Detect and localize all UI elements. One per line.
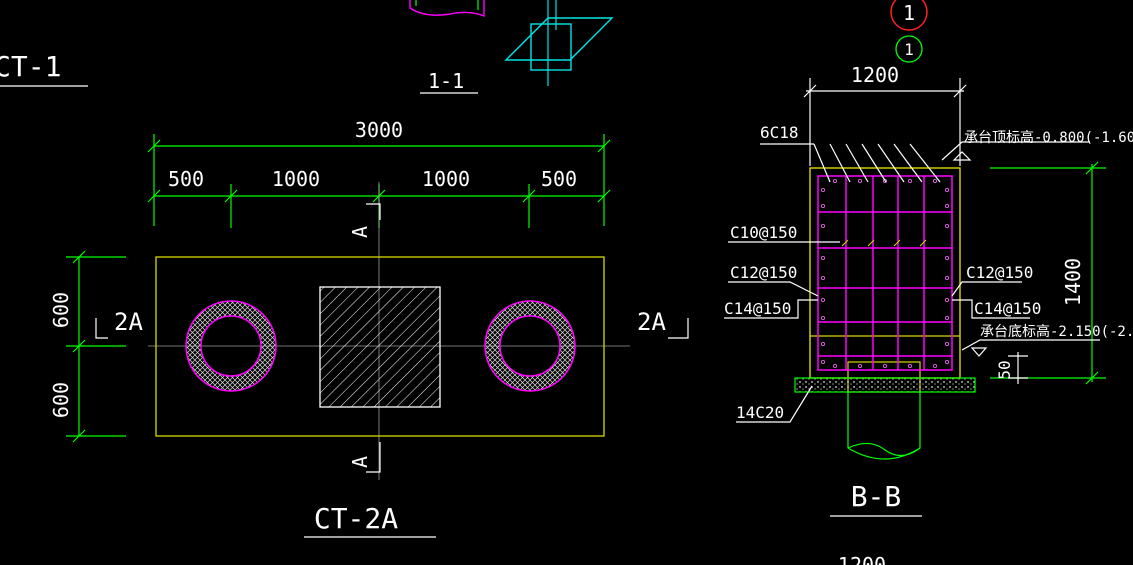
left-rebar-c12: C12@150 xyxy=(730,263,797,282)
plan-dimension-heights: 600 600 xyxy=(49,250,126,443)
plan-dim-overall: 3000 xyxy=(355,118,403,142)
top-rebar-leaders xyxy=(760,143,941,183)
plan-dim-seg-4: 500 xyxy=(541,167,577,191)
ct1-title: CT-1 xyxy=(0,50,88,87)
right-rebar-c14: C14@150 xyxy=(974,299,1041,318)
section-rebar-dots xyxy=(821,178,950,368)
section-width-text: 1200 xyxy=(851,63,899,87)
cut-a-top-label: A xyxy=(348,226,372,238)
plan-title: CT-2A xyxy=(314,502,398,535)
plan-dim-height-top: 600 xyxy=(49,292,73,328)
plan-dim-height-bottom: 600 xyxy=(49,382,73,418)
plan-dim-seg-2: 1000 xyxy=(272,167,320,191)
elevation-top-label: 承台顶标高-0.800(-1.600) xyxy=(964,129,1133,146)
left-rebar-c10: C10@150 xyxy=(730,223,797,242)
section-cushion xyxy=(794,377,976,393)
cut-mark-a-top: A xyxy=(348,203,381,238)
section-cover-text: 50 xyxy=(995,360,1014,379)
plan-dim-seg-3: 1000 xyxy=(422,167,470,191)
section-dim-height: 1400 xyxy=(990,161,1106,385)
cut-mark-a-bottom: A xyxy=(348,442,381,473)
section-bb-title: B-B xyxy=(851,480,902,513)
cut-a-bottom-label: A xyxy=(348,456,372,468)
elevation-top-marker xyxy=(941,141,1090,161)
right-rebar-leaders xyxy=(951,281,1030,319)
section-1-1-label: 1-1 xyxy=(428,69,464,93)
cut-2a-left-label: 2A xyxy=(114,308,143,336)
axis-bubble-green: 1 xyxy=(895,35,923,63)
cut-mark-2a-left: 2A xyxy=(95,308,143,339)
axis-green-label: 1 xyxy=(904,40,914,59)
plan-view-ct2a: 3000 500 1000 1000 500 600 600 xyxy=(49,118,689,538)
axis-red-label: 1 xyxy=(903,1,915,25)
axis-bubble-red: 1 xyxy=(890,0,928,31)
section-cap-outline xyxy=(809,167,961,379)
section-dim-width: 1200 xyxy=(803,63,967,166)
cyan-symbol xyxy=(504,0,614,86)
section-stirrup-ticks xyxy=(841,239,927,247)
section-1-1-title: 1-1 xyxy=(420,69,478,94)
bottom-rebar-label: 14C20 xyxy=(736,403,784,422)
column-hatched xyxy=(319,286,441,408)
ct1-label: CT-1 xyxy=(0,50,61,83)
elevation-bottom-marker xyxy=(961,339,1100,357)
plan-dim-seg-1: 500 xyxy=(168,167,204,191)
section-rebar-grid xyxy=(817,175,953,371)
pile-right xyxy=(484,300,576,392)
left-rebar-c14: C14@150 xyxy=(724,299,791,318)
top-rebar-label: 6C18 xyxy=(760,123,799,142)
plan-dimension-overall: 3000 xyxy=(147,118,611,226)
section-dim-cover: 50 xyxy=(995,352,1028,384)
pile-left xyxy=(185,300,277,392)
left-rebar-leaders xyxy=(724,241,840,423)
right-rebar-c12: C12@150 xyxy=(966,263,1033,282)
bottom-partial-dim: 1200 xyxy=(838,553,886,565)
cut-mark-2a-right: 2A xyxy=(637,308,689,339)
section-pile xyxy=(847,392,921,460)
section-height-text: 1400 xyxy=(1061,258,1085,306)
elevation-bottom-label: 承台底标高-2.150(-2.950) xyxy=(980,323,1133,340)
pile-fragment-top xyxy=(409,0,485,18)
section-bb: 1200 1400 50 xyxy=(724,63,1133,565)
pile-cap-outline xyxy=(155,256,605,437)
cut-2a-right-label: 2A xyxy=(637,308,666,336)
